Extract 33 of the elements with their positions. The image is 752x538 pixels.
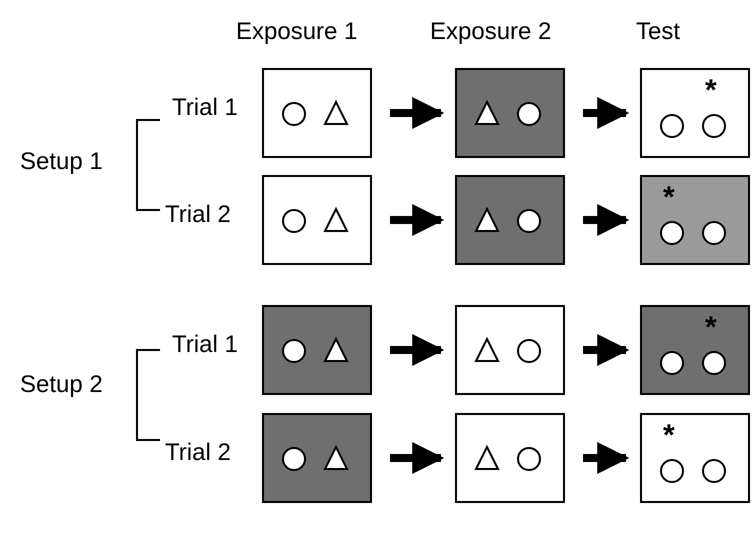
column-heading: Exposure 1: [236, 18, 358, 46]
stimulus-panel: [262, 413, 372, 503]
stimulus-panel: [455, 175, 565, 265]
arrow: [583, 97, 630, 129]
asterisk-mark: *: [705, 313, 717, 343]
stimulus-panel: [455, 305, 565, 395]
stimulus-panel: [455, 413, 565, 503]
group-label: Setup 1: [20, 148, 103, 176]
asterisk-mark: *: [663, 421, 675, 451]
column-heading: Exposure 2: [430, 18, 552, 46]
asterisk-mark: *: [663, 183, 675, 213]
arrow: [390, 442, 444, 474]
row-label: Trial 1: [172, 94, 238, 122]
stimulus-panel: [640, 413, 750, 503]
arrow: [583, 204, 630, 236]
arrow: [390, 97, 444, 129]
arrow: [390, 204, 444, 236]
arrow: [583, 442, 630, 474]
stimulus-panel: [262, 68, 372, 158]
stimulus-panel: [640, 305, 750, 395]
group-label: Setup 2: [20, 371, 103, 399]
stimulus-panel: [262, 305, 372, 395]
arrow: [583, 334, 630, 366]
stimulus-panel: [640, 175, 750, 265]
row-label: Trial 2: [165, 201, 231, 229]
stimulus-panel: [262, 175, 372, 265]
stimulus-panel: [455, 68, 565, 158]
asterisk-mark: *: [705, 76, 717, 106]
stimulus-panel: [640, 68, 750, 158]
row-label: Trial 1: [172, 331, 238, 359]
column-heading: Test: [636, 18, 680, 46]
row-label: Trial 2: [165, 439, 231, 467]
arrow: [390, 334, 444, 366]
